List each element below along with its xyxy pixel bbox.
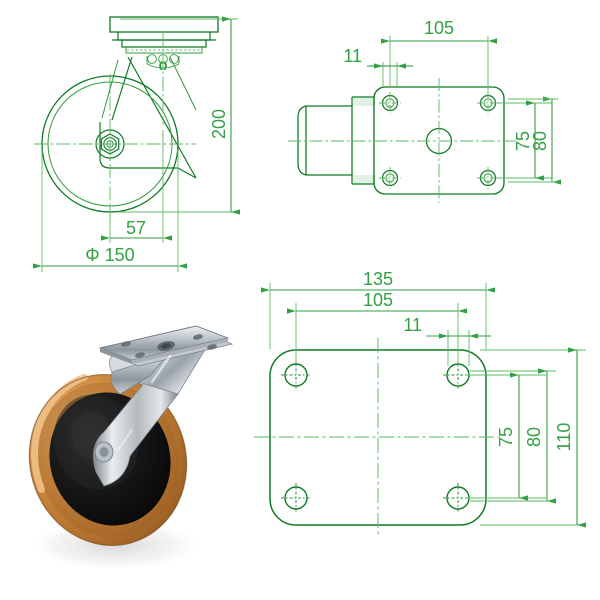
dimension-135-label: 135 — [363, 269, 393, 289]
dimension-11-plan: 11 — [403, 315, 491, 366]
dimension-105-rear: 105 — [381, 18, 497, 92]
dimension-80-plan-label: 80 — [524, 427, 544, 447]
dimension-105-rear-label: 105 — [424, 18, 454, 38]
dimension-200-label: 200 — [209, 109, 229, 139]
rear-elevation-centrelines — [288, 78, 516, 203]
dimension-110-plan-label: 110 — [554, 423, 574, 452]
dimension-phi150: Φ 150 — [33, 150, 187, 272]
dimension-110-plan: 110 — [480, 347, 586, 528]
plate-plan-hole-crosshairs — [281, 360, 473, 513]
dimension-75-rear-label: 75 — [513, 131, 533, 151]
dimension-75-rear: 75 — [495, 100, 552, 181]
dimension-11-rear: 11 — [343, 46, 413, 86]
side-elevation-centrelines — [34, 32, 196, 222]
dimension-75-plan: 75 — [466, 372, 546, 501]
dimension-80-rear: 80 — [508, 96, 561, 185]
dimension-11-plan-label: 11 — [403, 315, 422, 335]
dimension-105-plan-label: 105 — [363, 290, 393, 310]
side-elevation-geometry: ( ) — [41, 16, 219, 213]
dimension-57: 57 — [101, 130, 172, 243]
dimension-57-label: 57 — [126, 218, 146, 238]
product-photo — [27, 325, 234, 571]
plate-plan-centrelines — [254, 338, 500, 537]
dimension-75-plan-label: 75 — [496, 427, 516, 447]
dimension-135: 135 — [261, 269, 495, 349]
dimension-80-plan: 80 — [470, 368, 556, 504]
dimension-phi150-label: Φ 150 — [85, 245, 134, 265]
dimension-105-plan: 105 — [287, 290, 467, 364]
dimension-11-rear-label: 11 — [343, 46, 362, 66]
dimension-80-rear-label: 80 — [530, 131, 550, 151]
